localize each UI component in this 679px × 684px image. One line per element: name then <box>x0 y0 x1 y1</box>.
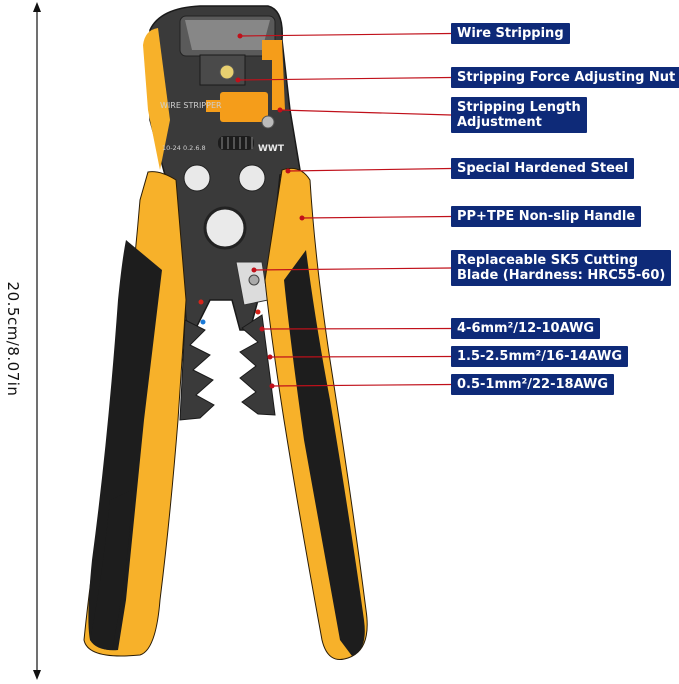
callout-line: Special Hardened Steel <box>457 161 629 176</box>
leader-dot-hardened-steel <box>285 168 291 174</box>
callout-wire-stripping: Wire Stripping <box>451 23 570 44</box>
callout-line: 4-6mm²/12-10AWG <box>457 321 595 336</box>
callout-line: Blade (Hardness: HRC55-60) <box>457 268 666 283</box>
leader-adjusting-nut <box>237 76 452 81</box>
leader-dot-blade <box>251 267 257 273</box>
callout-awg-10: 4-6mm²/12-10AWG <box>451 318 601 339</box>
callout-line: Replaceable SK5 Cutting <box>457 253 639 268</box>
steel-head <box>149 5 301 332</box>
leader-dot-awg-14 <box>267 354 273 360</box>
callout-adjusting-nut: Stripping Force Adjusting Nut <box>451 67 679 88</box>
leader-awg-14 <box>269 355 452 358</box>
callout-hardened-steel: Special Hardened Steel <box>451 158 635 179</box>
callout-line: Stripping Length <box>457 100 581 115</box>
tool-label: WIRE STRIPPER <box>160 101 222 110</box>
tool-scale: 10-24 0.2.6.8 <box>162 144 206 152</box>
leader-dot-awg-10 <box>259 326 265 332</box>
leader-dot-adjusting-nut <box>235 77 241 83</box>
callout-handle: PP+TPE Non-slip Handle <box>451 206 642 227</box>
callout-line: Adjustment <box>457 115 542 130</box>
leader-dot-length-adjustment <box>277 107 283 113</box>
leader-dot-handle <box>299 215 305 221</box>
leader-handle <box>301 215 452 219</box>
leader-length-adjustment <box>279 109 452 116</box>
leader-dot-wire-stripping <box>237 33 243 39</box>
leader-hardened-steel <box>287 167 452 172</box>
tool-brand: WWT <box>258 144 285 154</box>
callout-line: 0.5-1mm²/22-18AWG <box>457 377 609 392</box>
leader-wire-stripping <box>239 32 452 37</box>
leader-dot-awg-18 <box>269 383 275 389</box>
callout-awg-14: 1.5-2.5mm²/16-14AWG <box>451 346 629 367</box>
callout-line: 1.5-2.5mm²/16-14AWG <box>457 349 623 364</box>
leader-blade <box>253 267 452 271</box>
callout-line: Wire Stripping <box>457 26 564 41</box>
callout-line: Stripping Force Adjusting Nut <box>457 70 676 85</box>
callout-line: PP+TPE Non-slip Handle <box>457 209 636 224</box>
leader-awg-18 <box>271 383 452 387</box>
callout-awg-18: 0.5-1mm²/22-18AWG <box>451 374 615 395</box>
leader-awg-10 <box>261 327 452 330</box>
